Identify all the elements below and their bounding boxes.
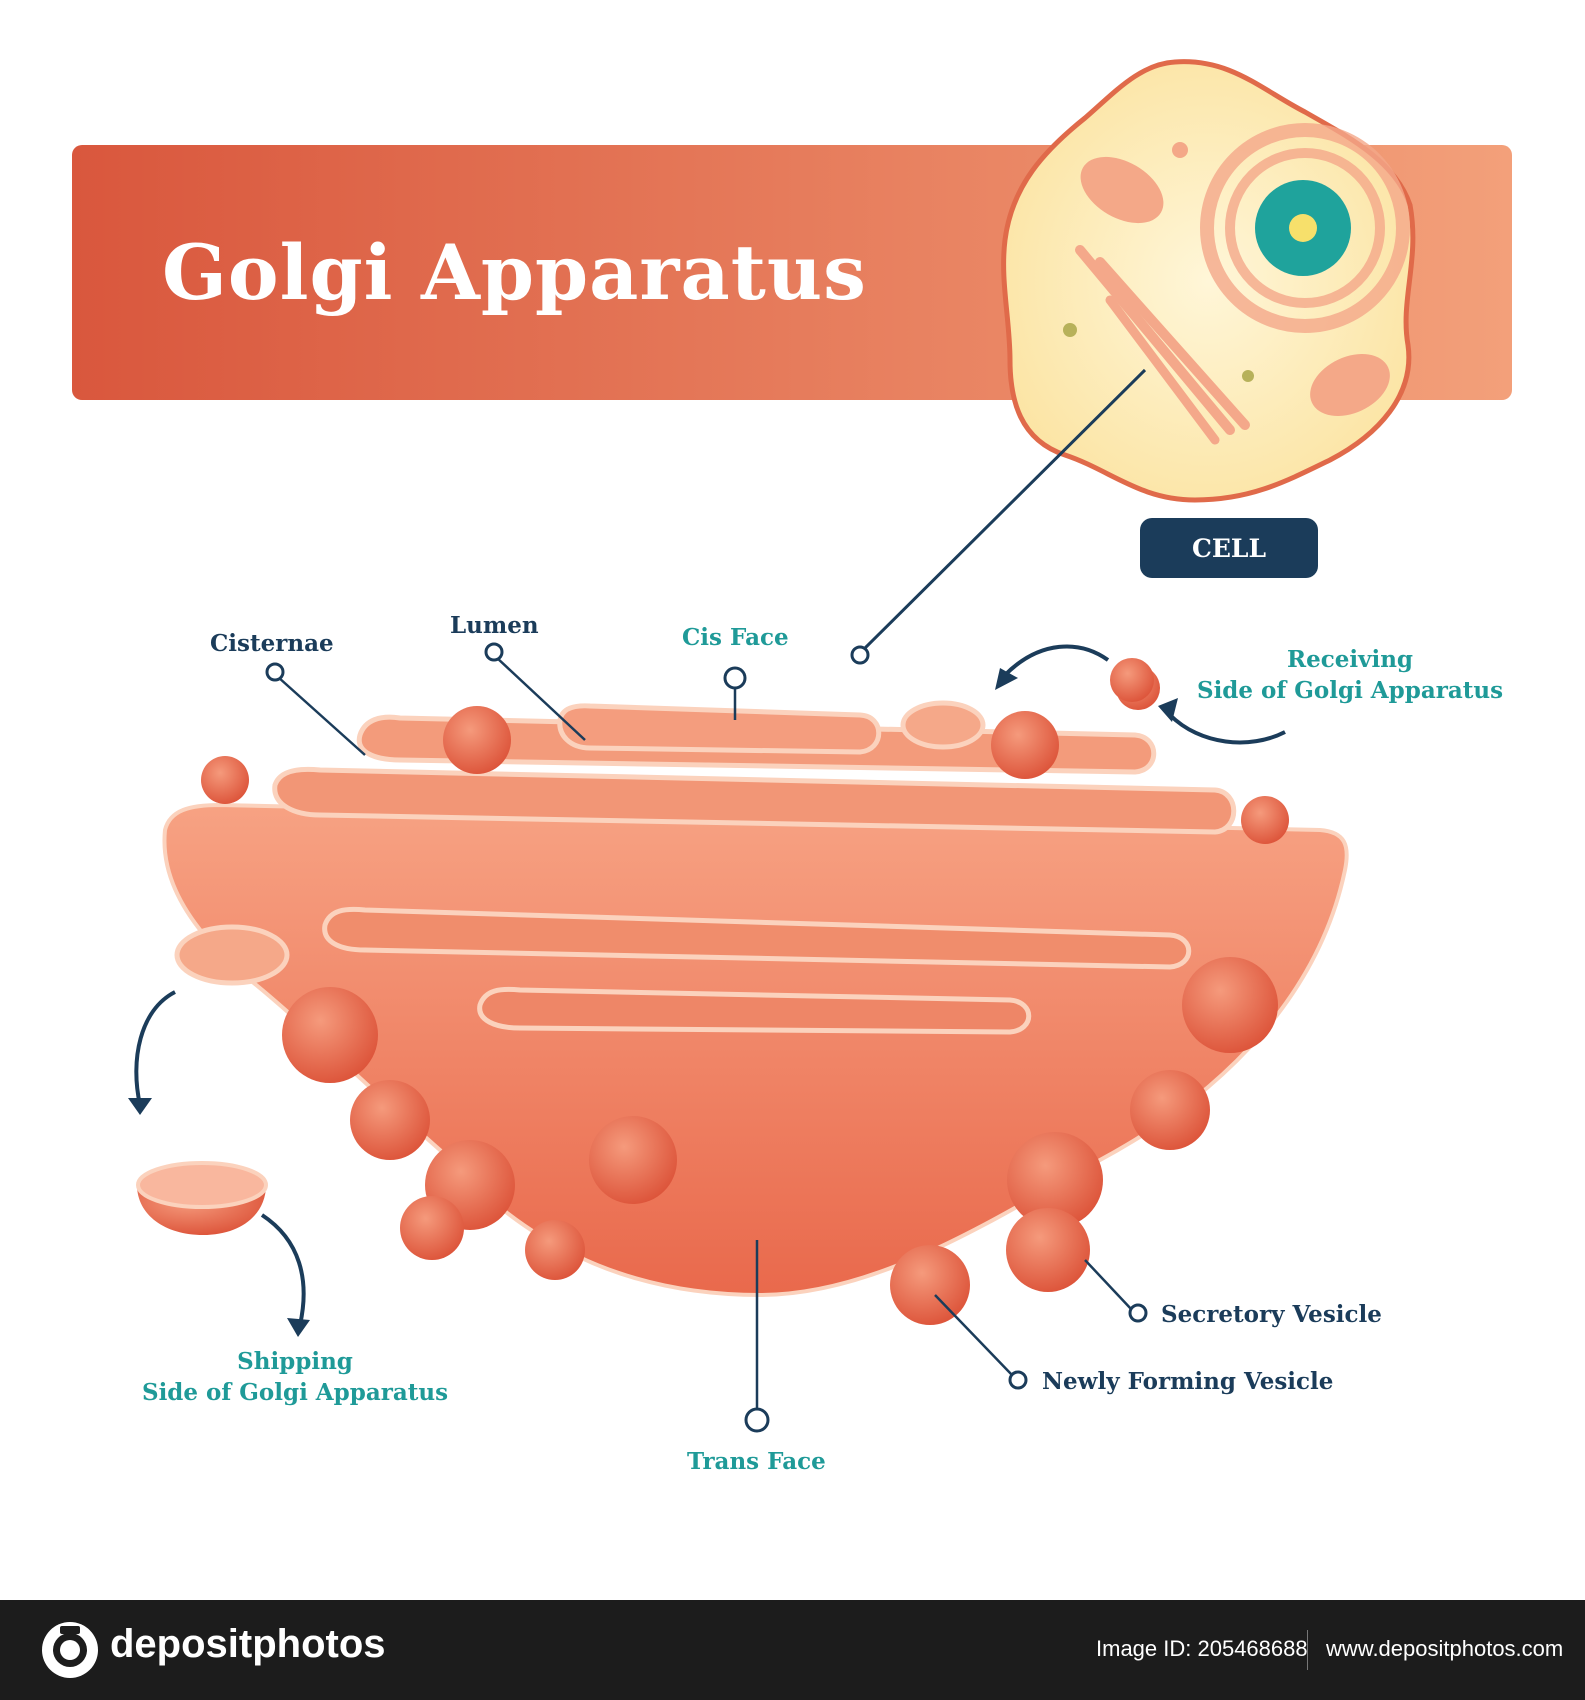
label-trans-face: Trans Face: [687, 1448, 826, 1475]
footer-divider: [1307, 1630, 1308, 1670]
label-shipping-side: Shipping Side of Golgi Apparatus: [140, 1346, 450, 1408]
shipping-line2: Side of Golgi Apparatus: [141, 1379, 449, 1407]
footer-url[interactable]: www.depositphotos.com: [1326, 1636, 1564, 1661]
cell-badge: CELL: [1140, 518, 1318, 578]
cell-illustration: [850, 59, 1416, 665]
leader-lines: [265, 642, 1148, 1433]
footer-bar: depositphotos Image ID: 205468688 www.de…: [0, 1600, 1585, 1700]
footer-image-id: Image ID: 205468688: [1096, 1636, 1308, 1661]
footer-brand: depositphotos: [110, 1622, 386, 1666]
label-receiving-side: Receiving Side of Golgi Apparatus: [1190, 644, 1510, 706]
label-cis-face: Cis Face: [682, 624, 789, 651]
receiving-line2: Side of Golgi Apparatus: [1196, 677, 1504, 705]
vesicles: [136, 658, 1289, 1325]
label-lumen: Lumen: [450, 612, 539, 639]
label-newly-forming-vesicle: Newly Forming Vesicle: [1042, 1368, 1334, 1395]
label-cisternae: Cisternae: [210, 630, 334, 657]
receiving-line1: Receiving: [1286, 646, 1414, 673]
process-arrows: [134, 644, 1286, 1326]
camera-logo-icon: [42, 1622, 98, 1678]
arrow-heads: [128, 668, 1178, 1337]
page-title: Golgi Apparatus: [162, 228, 867, 317]
shipping-line1: Shipping: [237, 1348, 353, 1375]
label-secretory-vesicle: Secretory Vesicle: [1161, 1301, 1382, 1328]
